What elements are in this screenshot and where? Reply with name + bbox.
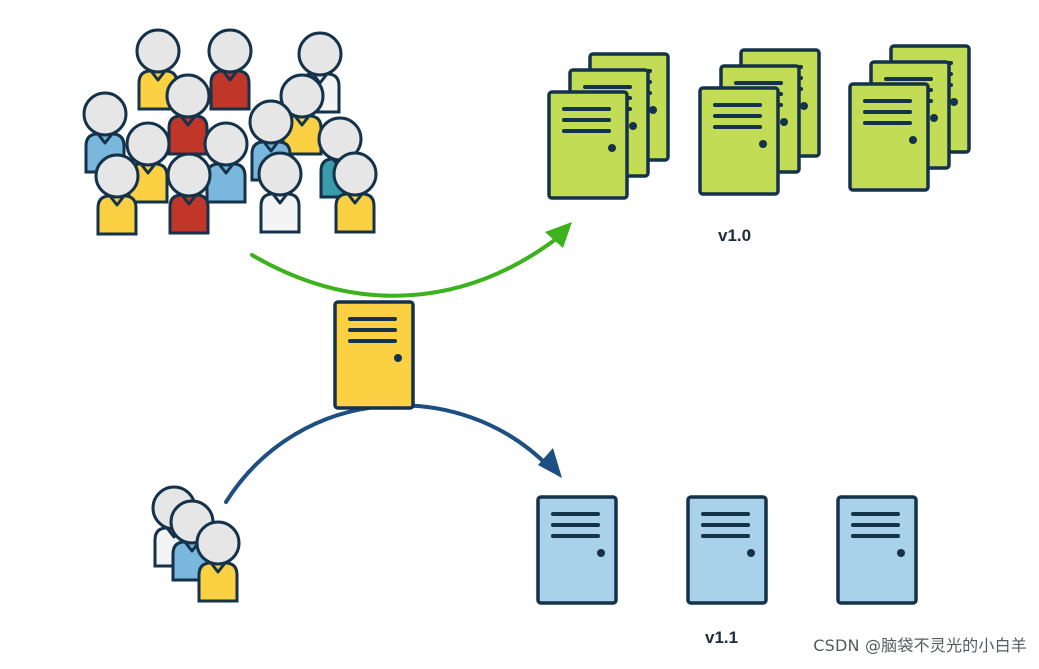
person-icon [207,28,253,111]
load-balancer-icon [333,300,415,410]
user-group-small [151,485,241,603]
server-stack-2 [698,48,821,196]
arrow-head-blue [538,448,562,478]
server-icon [547,90,629,200]
person-icon [166,152,212,235]
server-icon [848,82,930,192]
arrow-to-v1-0 [250,234,562,298]
version-label-v1-0: v1.0 [718,226,752,245]
version-label-v1-1: v1.1 [705,628,739,647]
person-icon [165,73,211,156]
user-group-large [82,28,378,236]
arrow-head-green [545,222,572,248]
server-icon [536,495,618,605]
server-icon [686,495,768,605]
server-stack-3 [848,44,971,192]
server-icon [698,86,780,196]
arrow-to-v1-1 [224,403,552,504]
server-cluster-v1-0 [547,44,971,200]
person-icon [203,121,249,204]
server-stack-1 [547,52,670,200]
watermark: CSDN @脑袋不灵光的小白羊 [813,636,1027,655]
person-icon [257,151,303,234]
server-cluster-v1-1 [536,495,918,605]
server-icon [836,495,918,605]
